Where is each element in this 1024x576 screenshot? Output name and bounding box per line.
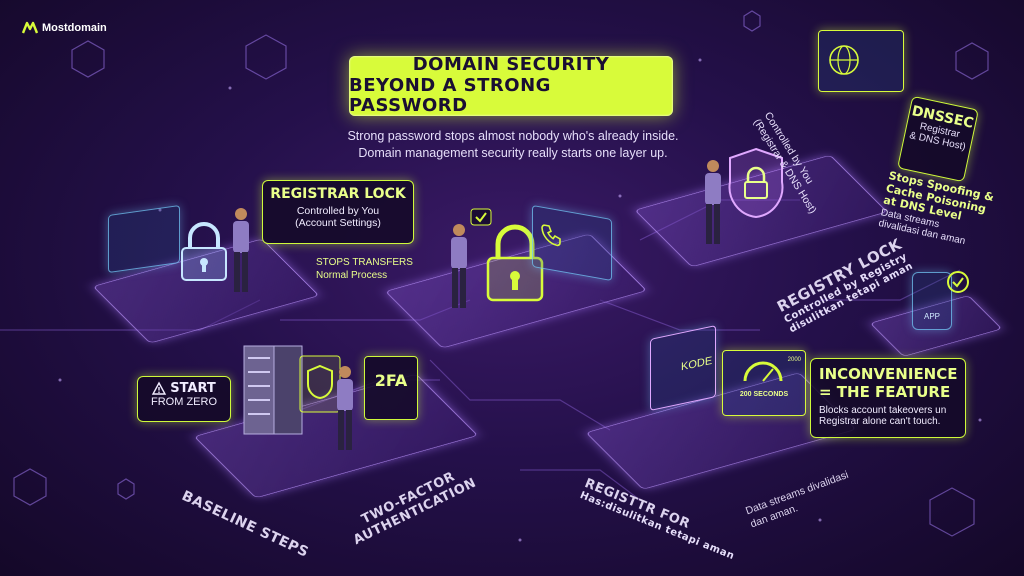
inconvenience-line-2: = THE FEATURE [819,383,951,401]
globe-icon [829,45,859,75]
brand-logo: Mostdomain [21,21,107,34]
registrar-lock-callout: REGISTRAR LOCK Controlled by You (Accoun… [262,180,414,244]
timer-gauge-icon [743,361,783,382]
laptop-timer-text: 200 SECONDS [739,391,789,398]
app-phone: APP [912,272,952,330]
start-from-zero-callout: START FROM ZERO [137,376,231,422]
check-circle-icon [947,271,969,293]
registrar-lock-heading: REGISTRAR LOCK [270,186,406,202]
subtitle-line-2: Domain management security really starts… [358,145,668,160]
page-title: DOMAIN SECURITY BEYOND A STRONG PASSWORD [349,53,673,117]
person-figure-4 [705,160,721,244]
laptop-screen: 2000 200 SECONDS [722,350,806,416]
laptop-timer-small: 2000 [787,357,801,363]
phone-call-screen [532,204,612,282]
start-heading: START [170,381,216,396]
inconvenience-line-1: INCONVENIENCE [819,365,958,383]
login-screen [108,204,180,274]
two-fa-badge: 2FA [364,356,418,420]
stops-transfers-line-2: Normal Process [316,270,388,281]
phone-icon [541,224,561,247]
kode-text: KODE [681,354,713,374]
stops-transfers-line-1: STOPS TRANSFERS [316,257,413,268]
inconvenience-body-2: Registrar alone can't touch. [819,416,941,427]
center-padlock-icon [486,224,544,302]
page-subtitle: Strong password stops almost nobody who'… [330,128,696,162]
title-line-1: DOMAIN SECURITY [412,53,610,75]
padlock-icon [181,222,227,281]
person-figure-1 [233,208,249,292]
registrar-lock-line-1: Controlled by You [296,205,380,217]
app-label: APP [923,312,940,321]
subtitle-line-1: Strong password stops almost nobody who'… [347,129,679,143]
title-line-2: BEYOND A STRONG PASSWORD [349,74,551,117]
shield-screen-icon [299,355,341,413]
start-sub: FROM ZERO [151,396,217,408]
globe-screen [818,30,904,92]
stops-transfers-note: STOPS TRANSFERS Normal Process [316,256,413,282]
brand-mark-icon [21,21,39,34]
server-rack-icon [243,345,303,435]
kode-phone: KODE [650,324,716,412]
inconvenience-body-1: Blocks account takeovers un [819,405,947,416]
two-fa-text: 2FA [374,371,408,390]
warning-icon [152,381,167,395]
person-figure-2 [451,224,467,308]
shield-lock-icon [728,147,784,219]
person-figure-3 [337,366,353,450]
inconvenience-callout: INCONVENIENCE = THE FEATURE Blocks accou… [810,358,966,438]
registrar-lock-line-2: (Account Settings) [295,217,381,229]
brand-name: Mostdomain [42,22,107,34]
checkmark-badge-icon [470,208,492,226]
